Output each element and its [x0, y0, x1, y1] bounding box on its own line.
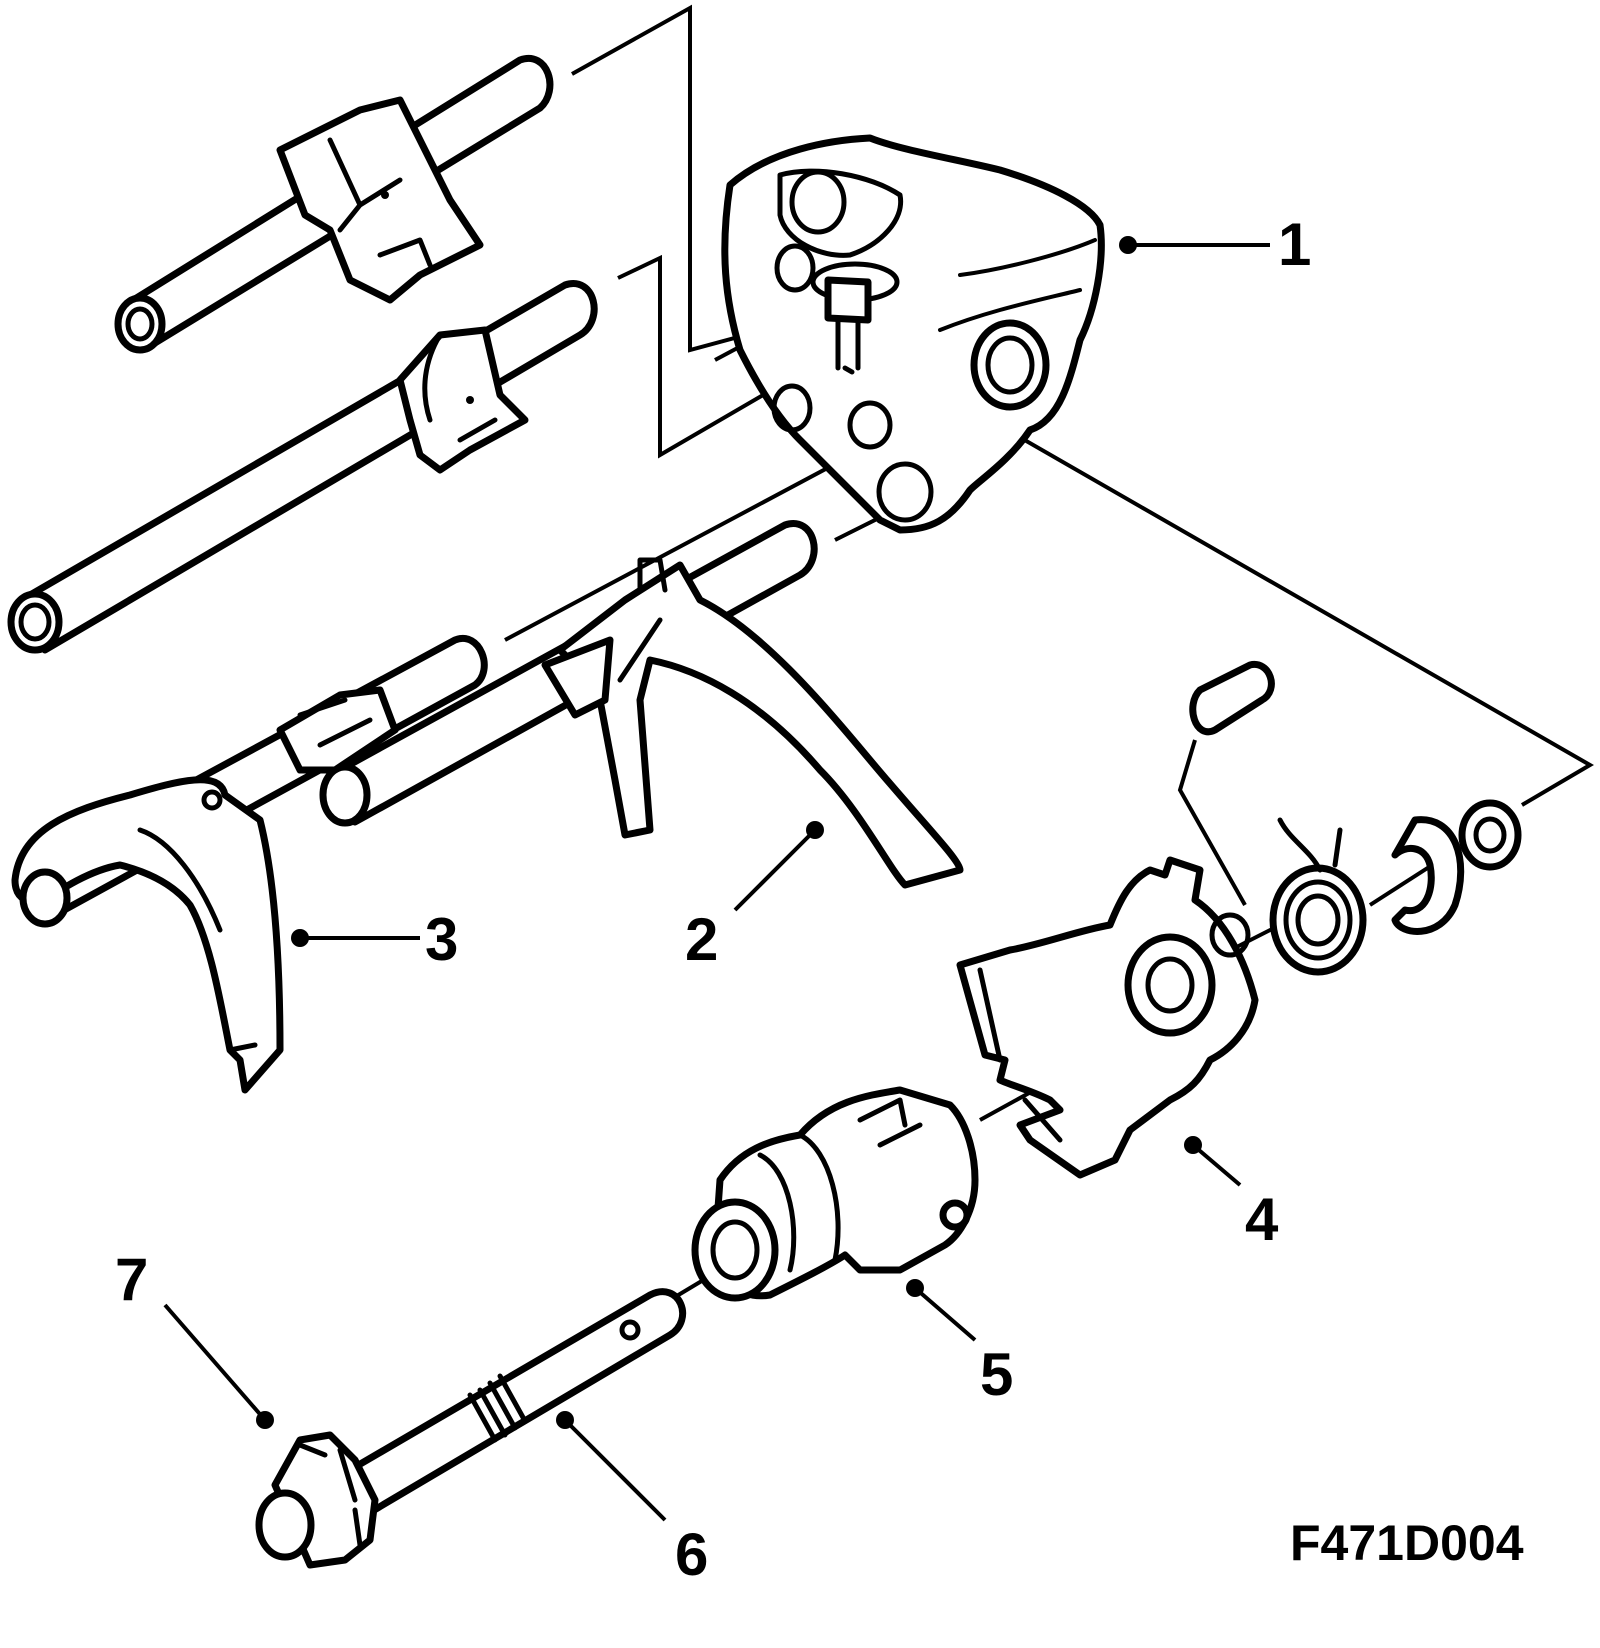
callout-2: 2: [685, 906, 718, 973]
callout-4: 4: [1245, 1186, 1279, 1253]
part-4-selector-lever: [956, 856, 1259, 1179]
roll-pin: [1189, 661, 1275, 736]
part-1-shift-bracket: [721, 134, 1105, 534]
torsion-spring: [1269, 817, 1367, 976]
part-6-shift-shaft: [286, 1288, 687, 1552]
callout-leaders: [163, 236, 1270, 1522]
shaft-second: [7, 280, 598, 654]
snap-ring: [1391, 816, 1465, 935]
callout-7: 7: [115, 1246, 148, 1313]
washer: [1458, 799, 1522, 871]
part-7-gear-end: [255, 1431, 379, 1569]
part-5-selector-cam: [691, 1086, 979, 1302]
callout-6: 6: [675, 1521, 708, 1588]
part-3-shift-fork: [11, 634, 488, 1094]
callout-1: 1: [1278, 211, 1311, 278]
figure-code: F471D004: [1290, 1515, 1524, 1571]
callout-5: 5: [980, 1341, 1013, 1408]
callout-labels: 1 2 3 4 5 6 7: [115, 211, 1311, 1588]
callout-3: 3: [425, 906, 458, 973]
shaft-top: [114, 54, 554, 354]
part-2-shift-fork: [319, 520, 964, 889]
